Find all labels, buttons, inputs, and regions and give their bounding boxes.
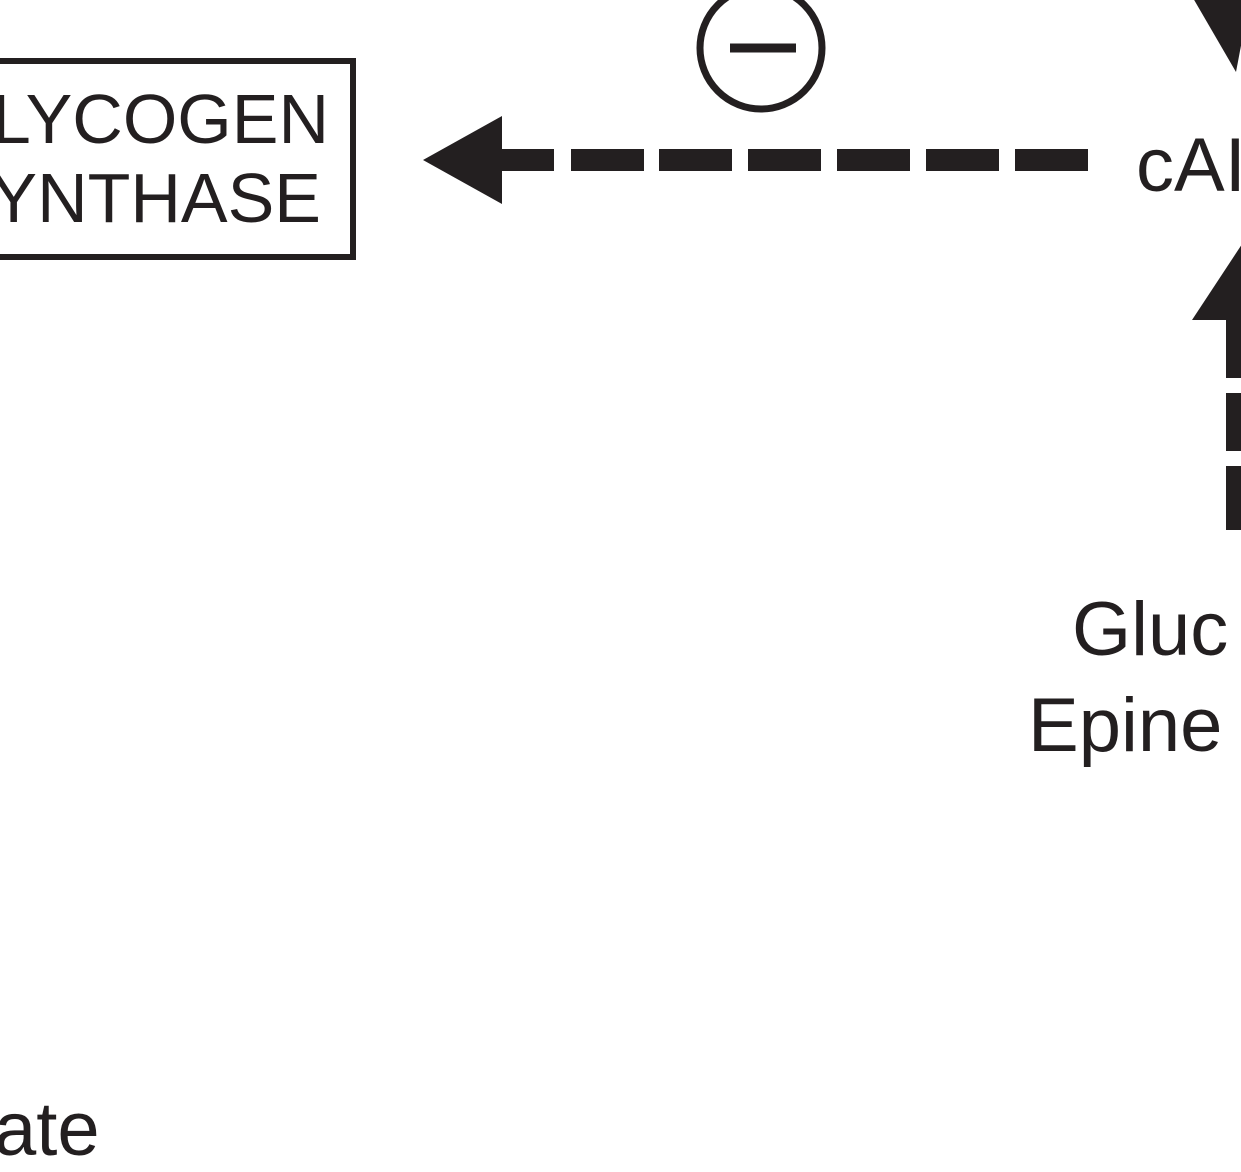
inhibitory-dashed-arrow	[423, 116, 1088, 204]
stimulatory-dashed-arrow	[1192, 245, 1241, 530]
epinephrine-label: Epine	[1028, 683, 1223, 768]
dash-segment	[837, 149, 910, 171]
dash-segment	[1226, 466, 1241, 530]
dash-segment	[1015, 149, 1088, 171]
glycogen-synthase-box	[0, 58, 356, 260]
dash-segment	[748, 149, 821, 171]
arrowhead-left	[423, 116, 502, 204]
dash-segment	[571, 149, 644, 171]
dash-segment	[926, 149, 999, 171]
glycogen-synthase-label-line1: LYCOGEN	[0, 80, 329, 158]
glucagon-label: Gluc	[1072, 587, 1229, 672]
arrowhead-up	[1192, 245, 1241, 320]
camp-label: cAI	[1136, 123, 1241, 208]
dash-segment	[1226, 312, 1241, 378]
dash-segment	[659, 149, 732, 171]
dash-segment	[1226, 393, 1241, 451]
substrate-label: ate	[0, 1087, 100, 1172]
inhibition-minus-icon	[696, 0, 826, 113]
arrowhead-down-fragment	[1194, 0, 1241, 72]
dash-segment	[500, 149, 554, 171]
glycogen-synthase-label-line2: YNTHASE	[0, 159, 321, 237]
